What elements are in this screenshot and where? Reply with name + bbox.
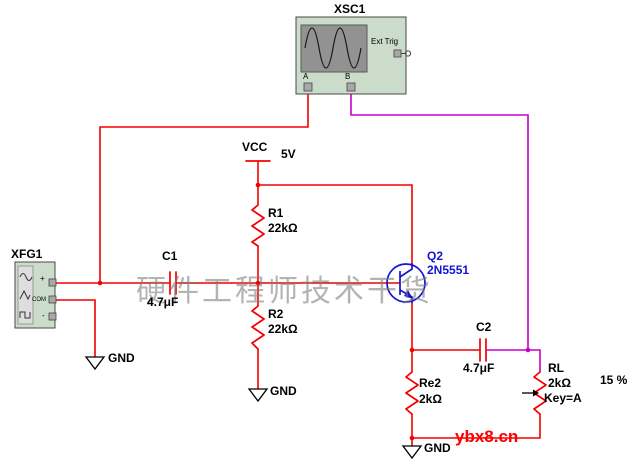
resistor-re2[interactable]: [405, 371, 419, 415]
gnd-label-fg: GND: [108, 351, 135, 365]
watermark-text: 硬件工程师技术干货: [136, 275, 433, 308]
channel-b-label: B: [345, 72, 351, 81]
transistor-q2[interactable]: [386, 263, 426, 303]
c2-value: 4.7μF: [463, 361, 495, 375]
wiper-arrow-icon: [533, 389, 539, 397]
capacitor-c2[interactable]: [479, 338, 487, 362]
emitter-arrow-icon: [404, 290, 413, 299]
wire-node-to-rl[interactable]: [528, 349, 541, 372]
r2-ref: R2: [268, 307, 284, 321]
oscilloscope-xsc1[interactable]: [295, 16, 412, 95]
wire-rl-bottom-to-gnd[interactable]: [412, 414, 541, 439]
rl-ref: RL: [548, 361, 564, 375]
rl-value: 2kΩ: [548, 376, 571, 390]
junction-output: [525, 347, 531, 353]
scope-channel-b-terminal[interactable]: [346, 82, 356, 92]
potentiometer-rl[interactable]: [522, 371, 547, 415]
r1-value: 22kΩ: [268, 221, 298, 235]
r2-value: 22kΩ: [268, 322, 298, 336]
ground-symbol-fg[interactable]: [84, 356, 106, 371]
junction-base-divider: [255, 280, 261, 286]
junction-emitter: [409, 347, 415, 353]
re2-ref: Re2: [419, 376, 442, 390]
resistor-r1[interactable]: [251, 204, 265, 247]
triangle-waveform-icon: [19, 289, 31, 301]
fg-com-label: COM: [32, 297, 46, 303]
c2-ref: C2: [476, 320, 492, 334]
square-waveform-icon: [19, 311, 31, 319]
c1-value: 4.7μF: [147, 295, 179, 309]
q2-ref: Q2: [427, 249, 444, 263]
junction-gnd-bottom: [409, 435, 415, 441]
ground-symbol-bottom[interactable]: [401, 445, 423, 460]
junction-vcc-rail: [255, 182, 261, 188]
wire-vcc-to-collector[interactable]: [258, 184, 413, 263]
ground-symbol-r2[interactable]: [247, 388, 269, 403]
scope-screen: [300, 24, 368, 73]
xfg1-label: XFG1: [11, 247, 43, 261]
vcc-value: 5V: [281, 147, 296, 161]
fg-com-terminal[interactable]: [48, 295, 57, 304]
vcc-label: VCC: [242, 140, 268, 154]
junction-input: [97, 280, 103, 286]
gnd-label-bottom: GND: [424, 441, 451, 455]
fg-minus-terminal[interactable]: [48, 312, 57, 321]
ext-trig-label: Ext Trig: [371, 37, 399, 46]
resistor-r2[interactable]: [251, 305, 265, 350]
capacitor-c1[interactable]: [169, 271, 177, 295]
scope-ext-trig-pin[interactable]: [404, 50, 412, 57]
wire-scope-a-to-input[interactable]: [99, 90, 309, 283]
xsc1-label: XSC1: [334, 2, 366, 16]
channel-a-label: A: [303, 72, 309, 81]
wire-fg-com-to-gnd[interactable]: [55, 299, 96, 357]
sine-waveform-icon: [19, 273, 33, 281]
r1-ref: R1: [268, 206, 284, 220]
function-generator-xfg1[interactable]: [14, 261, 57, 329]
fg-minus-label: -: [42, 311, 45, 320]
scope-channel-a-terminal[interactable]: [303, 82, 313, 92]
rl-setting: 15 %: [600, 373, 628, 387]
scope-ext-trig-terminal[interactable]: [393, 49, 402, 58]
site-watermark: ybx8.cn: [455, 427, 519, 446]
q2-value: 2N5551: [427, 263, 470, 277]
fg-plus-label: +: [40, 274, 45, 283]
c1-ref: C1: [162, 249, 178, 263]
sine-wave-icon: [304, 27, 362, 69]
fg-plus-terminal[interactable]: [48, 278, 57, 287]
rl-key: Key=A: [544, 391, 582, 405]
gnd-label-r2: GND: [270, 384, 297, 398]
wire-scope-b-to-output[interactable]: [350, 90, 529, 350]
re2-value: 2kΩ: [419, 392, 442, 406]
